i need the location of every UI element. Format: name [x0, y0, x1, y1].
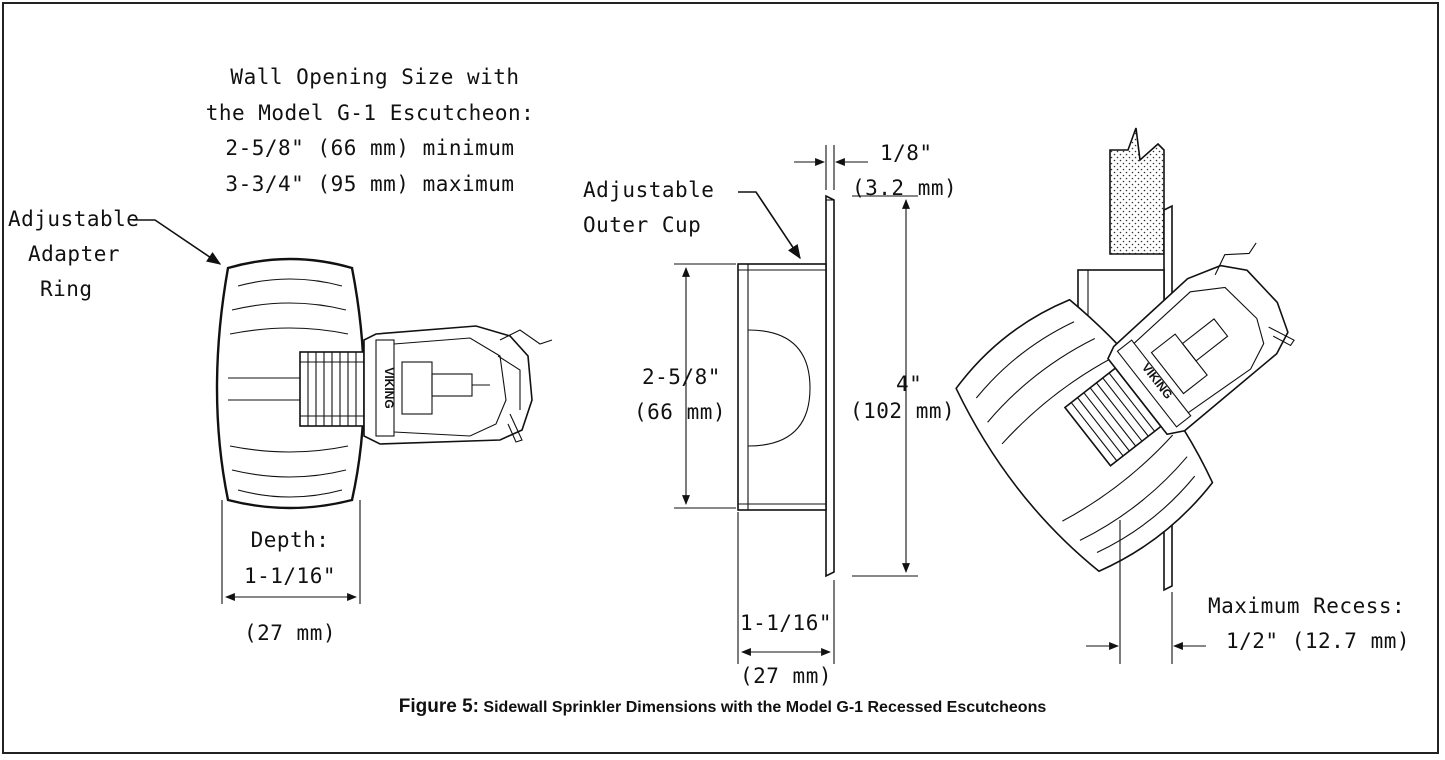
cup-diameter-metric: (66 mm) — [634, 400, 726, 424]
outer-diameter-metric: (102 mm) — [850, 399, 955, 423]
outer-diameter-imperial: 4" — [896, 372, 922, 396]
depth-dimension — [221, 500, 361, 604]
cup-label-line-1: Adjustable — [583, 178, 714, 202]
figure-caption: Figure 5: Sidewall Sprinkler Dimensions … — [0, 696, 1445, 718]
recess-value: 1/2" (12.7 mm) — [1226, 629, 1410, 653]
thickness-imperial: 1/8" — [880, 141, 933, 165]
middle-depth-metric: (27 mm) — [740, 664, 832, 688]
outer-cup — [737, 263, 827, 511]
adapter-label-line-1: Adjustable — [8, 207, 139, 231]
depth-label: Depth: — [251, 528, 330, 552]
escutcheon-plate — [825, 194, 835, 578]
sprinkler-thread — [299, 351, 365, 427]
depth-metric: (27 mm) — [244, 621, 336, 645]
cup-label-line-2: Outer Cup — [583, 213, 701, 237]
adapter-label-line-2: Adapter — [28, 242, 120, 266]
right-rotated-assembly: VIKING — [955, 242, 1295, 573]
adapter-label-line-3: Ring — [40, 277, 93, 301]
wall-opening-line-1: Wall Opening Size with — [230, 65, 519, 89]
wall-opening-line-4: 3-3/4" (95 mm) maximum — [225, 172, 514, 196]
caption-label: Figure 5: — [398, 696, 479, 717]
brand-mark: VIKING — [382, 367, 396, 408]
sprinkler-head: VIKING — [363, 325, 553, 445]
adapter-ring — [215, 257, 366, 510]
adapter-leader-arrow — [133, 219, 222, 265]
caption-text: Sidewall Sprinkler Dimensions with the M… — [483, 699, 1047, 716]
wall-opening-line-3: 2-5/8" (66 mm) minimum — [225, 136, 514, 160]
left-view: Wall Opening Size with the Model G-1 Esc… — [8, 65, 553, 645]
cup-leader-arrow — [738, 191, 801, 260]
middle-view: Adjustable Outer Cup 1/8" (3.2 mm) 2-5/8… — [583, 141, 957, 688]
right-view: VIKING Maximum Recess: 1/2" (12.7 mm) — [955, 127, 1410, 664]
middle-depth-imperial: 1-1/16" — [740, 611, 832, 635]
wall-section — [1109, 127, 1165, 255]
wall-opening-line-2: the Model G-1 Escutcheon: — [206, 101, 535, 125]
recess-label: Maximum Recess: — [1208, 594, 1405, 618]
cup-diameter-imperial: 2-5/8" — [642, 365, 721, 389]
depth-imperial: 1-1/16" — [244, 564, 336, 588]
